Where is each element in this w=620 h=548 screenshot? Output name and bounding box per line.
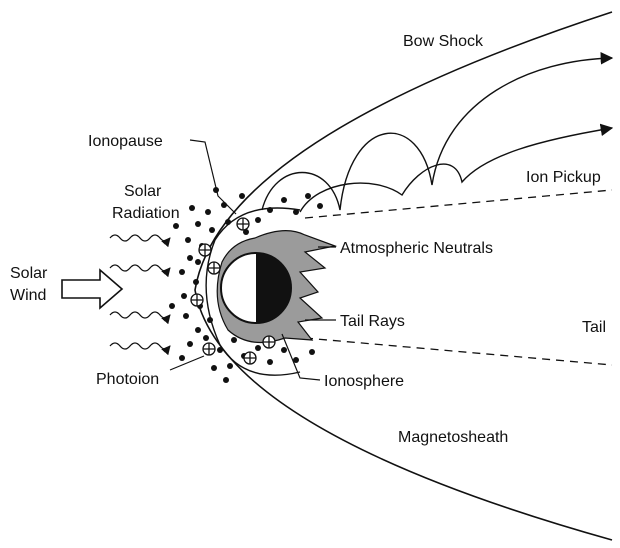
circle-plus-icon [244,352,256,364]
circle-plus-icon [263,336,275,348]
wavy-arrow-icon [110,235,170,241]
label-ionosphere: Ionosphere [324,373,404,390]
tail-boundary-upper [305,190,612,218]
label-solar-wind-line2: Wind [10,287,46,304]
label-solar-radiation-line1: Solar [124,183,162,200]
label-solar-radiation-line2: Radiation [112,205,180,222]
circle-plus-icon [191,294,203,306]
label-tail: Tail [582,319,606,336]
tail-boundary-lower [305,338,612,365]
ion-pickup-trajectory-upper [262,58,612,210]
ionopause-leader [190,140,236,214]
label-magnetosheath: Magnetosheath [398,429,508,446]
label-photoion: Photoion [96,371,159,388]
wavy-arrow-icon [110,265,170,271]
hollow-right-arrow-icon [62,270,122,308]
wavy-arrow-icon [110,312,170,318]
ionosphere-leader [282,334,320,380]
label-ionopause: Ionopause [88,133,163,150]
circle-plus-icon [199,244,211,256]
label-solar-wind-line1: Solar [10,265,48,282]
photoion-leader [170,356,204,370]
label-atmospheric-neutrals: Atmospheric Neutrals [340,240,493,257]
circle-plus-icon [208,262,220,274]
label-tail-rays: Tail Rays [340,313,405,330]
circle-plus-icon [237,218,249,230]
label-bow-shock: Bow Shock [403,33,484,50]
label-ion-pickup: Ion Pickup [526,169,601,186]
wavy-arrow-icon [110,343,170,349]
circle-plus-icon [203,343,215,355]
